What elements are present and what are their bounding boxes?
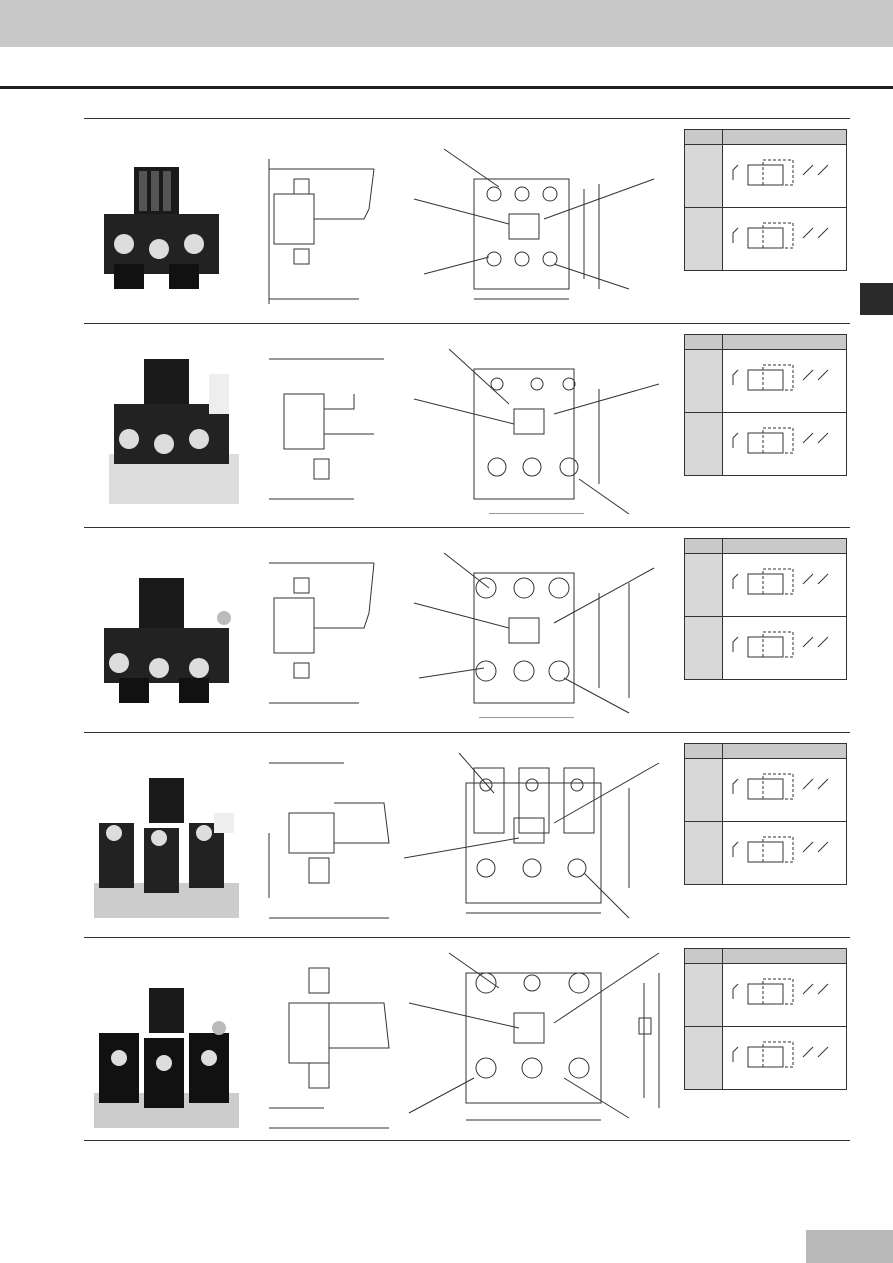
relay-photo: [99, 573, 239, 713]
front-view-drawing: [404, 748, 664, 923]
relay-photo: [99, 354, 244, 514]
side-view-drawing: [264, 349, 394, 509]
circuit-diagram-table: [684, 129, 847, 271]
circuit-diagram-table: [684, 334, 847, 476]
side-view-drawing: [264, 149, 384, 309]
side-view-drawing: [264, 758, 394, 923]
header-rule: [0, 86, 893, 89]
chapter-tab: [860, 283, 893, 315]
product-row-1: [84, 119, 850, 323]
section-divider: [84, 937, 850, 938]
section-divider: [84, 323, 850, 324]
front-view-drawing: [404, 139, 664, 309]
circuit-diagram-table: [684, 538, 847, 680]
relay-photo: [89, 773, 249, 923]
front-view-drawing: [404, 548, 664, 718]
side-view-drawing: [264, 553, 384, 713]
product-row-2: [84, 324, 850, 528]
circuit-diagram-table: [684, 948, 847, 1090]
product-row-3: [84, 528, 850, 732]
section-divider: [84, 1140, 850, 1141]
circuit-diagram-table: [684, 743, 847, 885]
relay-photo: [89, 983, 249, 1133]
relay-photo: [99, 159, 229, 299]
front-view-drawing: [404, 948, 674, 1128]
front-view-drawing: [404, 344, 664, 514]
product-row-4: [84, 733, 850, 937]
page-number-tab: [806, 1230, 893, 1263]
section-divider: [84, 732, 850, 733]
page-header-band: [0, 0, 893, 47]
section-divider: [84, 118, 850, 119]
product-row-5: [84, 938, 850, 1142]
side-view-drawing: [264, 963, 394, 1133]
section-divider: [84, 527, 850, 528]
